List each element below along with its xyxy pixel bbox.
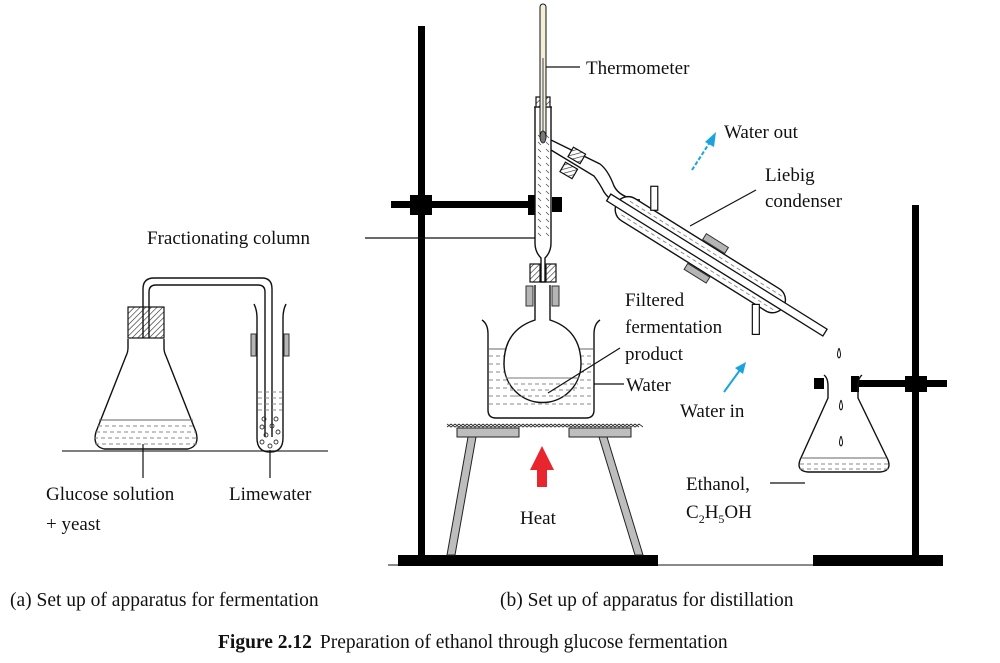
- label-filtered: Filtered: [625, 290, 685, 311]
- conical-flask-ethanol: [798, 347, 890, 473]
- fermentation-apparatus: Glucose solution + yeast Limewater: [46, 277, 328, 535]
- label-heat: Heat: [520, 508, 557, 529]
- fractionating-column: [534, 96, 552, 283]
- label-plus-yeast: + yeast: [46, 514, 101, 535]
- liebig-leader-line: [689, 189, 757, 227]
- flask-stopper-left: [529, 263, 541, 283]
- label-water-out: Water out: [724, 122, 799, 143]
- water-in-arrow-icon: [723, 362, 746, 393]
- flask-clamp-left: [525, 285, 534, 307]
- conical-flask-glucose: [94, 306, 198, 450]
- heat-arrow-icon: [530, 446, 554, 470]
- clamp-pad-left: [250, 333, 257, 357]
- co2-bubbles: [259, 416, 281, 449]
- flask-clamp-right: [551, 285, 560, 307]
- rubber-stopper-a: [127, 306, 165, 339]
- caption-panel-b: (b) Set up of apparatus for distillation: [500, 590, 794, 611]
- clamp-pad-right: [283, 333, 290, 357]
- round-bottom-flask: [503, 263, 582, 404]
- retort-stand-left: [391, 26, 658, 566]
- label-liebig: Liebig: [765, 165, 815, 186]
- label-ethanol-formula: C2H5OH: [686, 502, 752, 526]
- label-fractionating-column: Fractionating column: [147, 228, 311, 249]
- liebig-condenser: [605, 185, 828, 337]
- label-thermometer: Thermometer: [586, 58, 690, 79]
- label-glucose-solution: Glucose solution: [46, 484, 175, 505]
- label-water-in: Water in: [680, 401, 745, 422]
- filtered-product-leader-line: [547, 347, 621, 394]
- delivery-tube-inner: [148, 284, 266, 437]
- label-condenser: condenser: [765, 191, 843, 212]
- flask-stopper-right: [545, 263, 557, 283]
- label-fermentation: fermentation: [625, 317, 723, 338]
- test-tube-limewater: [250, 303, 290, 453]
- water-out-arrow-icon: [691, 132, 716, 171]
- figure-number: Figure 2.12: [218, 632, 312, 653]
- label-water: Water: [626, 375, 672, 396]
- label-product: product: [625, 344, 684, 365]
- figure-title: Preparation of ethanol through glucose f…: [320, 632, 728, 653]
- distillation-apparatus: Heat: [147, 3, 947, 566]
- heat-arrow-shaft: [537, 470, 547, 487]
- retort-stand-right: [813, 205, 947, 566]
- thermometer: [539, 3, 547, 144]
- tripod-stand: [446, 427, 644, 556]
- label-limewater: Limewater: [229, 484, 312, 505]
- caption-panel-a: (a) Set up of apparatus for fermentation: [10, 590, 319, 611]
- delivery-tube-outer: [142, 277, 273, 437]
- label-ethanol: Ethanol,: [686, 474, 750, 495]
- wire-gauze: [446, 423, 644, 428]
- figure-caption: Figure 2.12 Preparation of ethanol throug…: [218, 632, 728, 653]
